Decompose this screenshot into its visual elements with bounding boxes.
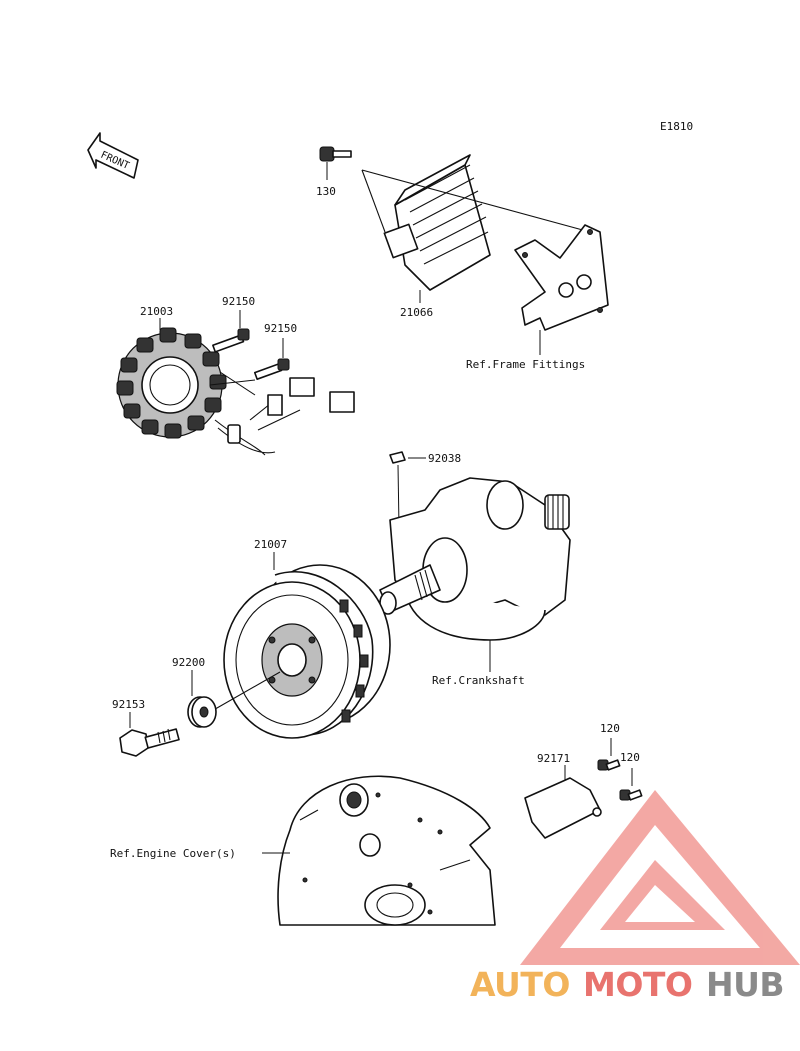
part-label-92150-a: 92150 <box>222 295 255 308</box>
part-label-120-b: 120 <box>620 751 640 764</box>
stator-coil <box>116 327 355 456</box>
watermark-moto: MOTO <box>583 965 692 1004</box>
watermark-logo <box>520 790 800 965</box>
part-label-120-a: 120 <box>600 722 620 735</box>
bolt-130 <box>319 146 352 180</box>
ref-engine-cover: Ref.Engine Cover(s) <box>110 847 236 860</box>
part-label-92200: 92200 <box>172 656 205 669</box>
diagram-code: E1810 <box>660 120 693 133</box>
flange-bolt <box>119 728 180 757</box>
screw-120-upper <box>597 759 621 771</box>
bolt-92150-lower <box>253 358 290 381</box>
cover-bracket <box>524 777 602 839</box>
watermark-hub: HUB <box>706 965 784 1004</box>
washer <box>187 696 217 728</box>
part-label-21003: 21003 <box>140 305 173 318</box>
front-arrow-icon: FRONT <box>87 132 139 179</box>
watermark-text: AUTO MOTO HUB <box>470 965 785 1004</box>
regulator-rectifier <box>361 154 591 291</box>
part-label-92153: 92153 <box>112 698 145 711</box>
engine-cover <box>277 775 496 926</box>
part-label-92038: 92038 <box>428 452 461 465</box>
part-label-92171: 92171 <box>537 752 570 765</box>
crankshaft <box>379 477 571 641</box>
frame-bracket <box>514 224 609 331</box>
watermark-auto: AUTO <box>470 965 570 1004</box>
ref-frame-fittings: Ref.Frame Fittings <box>466 358 585 371</box>
woodruff-key <box>389 451 406 464</box>
part-label-21007: 21007 <box>254 538 287 551</box>
bolt-92150-upper <box>212 328 250 353</box>
part-label-130: 130 <box>316 185 336 198</box>
flywheel-rotor <box>209 564 391 739</box>
part-label-92150-b: 92150 <box>264 322 297 335</box>
ref-crankshaft: Ref.Crankshaft <box>432 674 525 687</box>
screw-120-lower <box>619 789 643 801</box>
part-label-21066: 21066 <box>400 306 433 319</box>
